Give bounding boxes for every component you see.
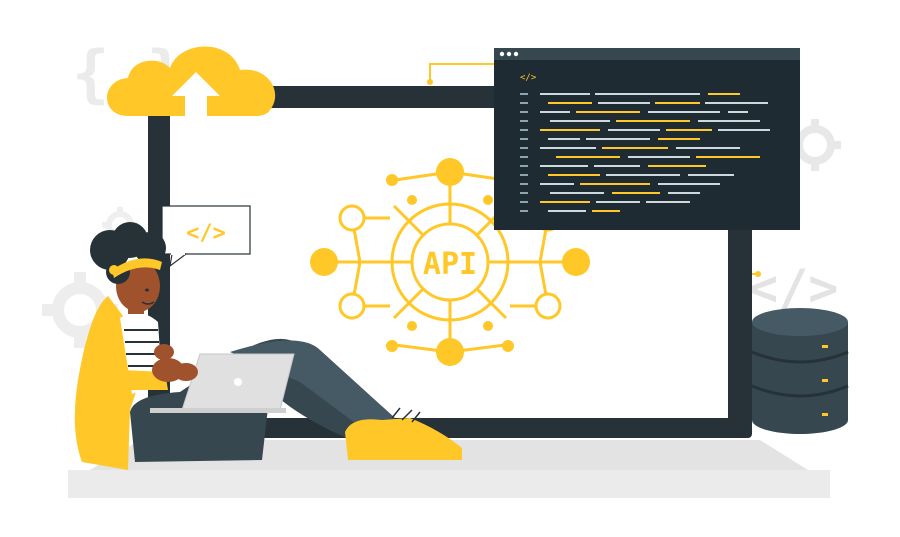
code-badge: </> [161, 205, 251, 268]
code-lines [520, 93, 770, 212]
cloud-upload-icon [107, 46, 276, 118]
code-line-segment [688, 174, 734, 176]
code-line-segment [655, 102, 700, 104]
code-line-segment [648, 111, 720, 113]
code-line-number [520, 183, 528, 185]
code-line-segment [592, 210, 620, 212]
code-line-segment [540, 201, 590, 203]
code-window: </> [494, 48, 800, 230]
code-line-segment [658, 138, 700, 140]
code-line-segment [594, 165, 640, 167]
api-network [336, 170, 564, 354]
code-line-segment [540, 165, 588, 167]
person [74, 222, 462, 470]
code-line-segment [658, 183, 720, 185]
code-line-segment [576, 111, 640, 113]
shoe [345, 418, 462, 460]
code-line-segment [550, 120, 610, 122]
code-line-segment [540, 129, 600, 131]
code-line-segment [668, 192, 700, 194]
code-window-titlebar [494, 48, 800, 60]
code-line-number [520, 165, 528, 167]
code-line-segment [606, 174, 680, 176]
code-line-segment [708, 93, 740, 95]
code-line-number [520, 156, 528, 158]
code-line-segment [698, 120, 760, 122]
code-line-segment [628, 156, 690, 158]
code-line-number [520, 192, 528, 194]
code-line-segment [612, 192, 660, 194]
code-line-segment [608, 129, 660, 131]
code-line-segment [550, 192, 604, 194]
desk-base [68, 470, 830, 498]
code-line-segment [548, 138, 580, 140]
code-line-segment [548, 102, 592, 104]
code-line-segment [616, 120, 690, 122]
code-line-segment [596, 201, 640, 203]
code-line-segment [598, 102, 650, 104]
code-line-number [520, 111, 528, 113]
code-line-segment [666, 129, 712, 131]
code-line-segment [540, 183, 574, 185]
code-line-segment [676, 147, 740, 149]
code-line-number [520, 138, 528, 140]
code-line-segment [548, 174, 600, 176]
code-line-segment [648, 165, 706, 167]
headband [112, 258, 162, 278]
api-label: API [423, 247, 477, 282]
code-line-segment [646, 201, 690, 203]
code-line-number [520, 93, 528, 95]
code-line-segment [705, 102, 768, 104]
code-line-segment [540, 147, 596, 149]
code-line-segment [602, 147, 668, 149]
code-line-number [520, 102, 528, 104]
code-window-header-icon: </> [520, 73, 537, 83]
code-line-segment [718, 129, 770, 131]
code-line-segment [728, 111, 748, 113]
code-line-segment [595, 93, 700, 95]
code-line-segment [540, 111, 570, 113]
code-line-segment [586, 138, 650, 140]
connector-line [429, 63, 494, 80]
code-line-number [520, 129, 528, 131]
laptop [150, 353, 295, 413]
database-icon [751, 271, 849, 434]
code-line-number [520, 174, 528, 176]
code-line-segment [580, 183, 650, 185]
code-tag-icon: </> [748, 259, 838, 317]
code-line-number [520, 120, 528, 122]
code-line-number [520, 210, 528, 212]
arm [96, 330, 168, 390]
code-line-number [520, 147, 528, 149]
code-tag-icon: </> [186, 221, 226, 246]
code-line-number [520, 201, 528, 203]
code-line-segment [556, 156, 620, 158]
code-line-segment [540, 93, 590, 95]
code-line-segment [696, 156, 760, 158]
laptop-logo-icon [234, 378, 242, 386]
code-line-segment [548, 210, 586, 212]
